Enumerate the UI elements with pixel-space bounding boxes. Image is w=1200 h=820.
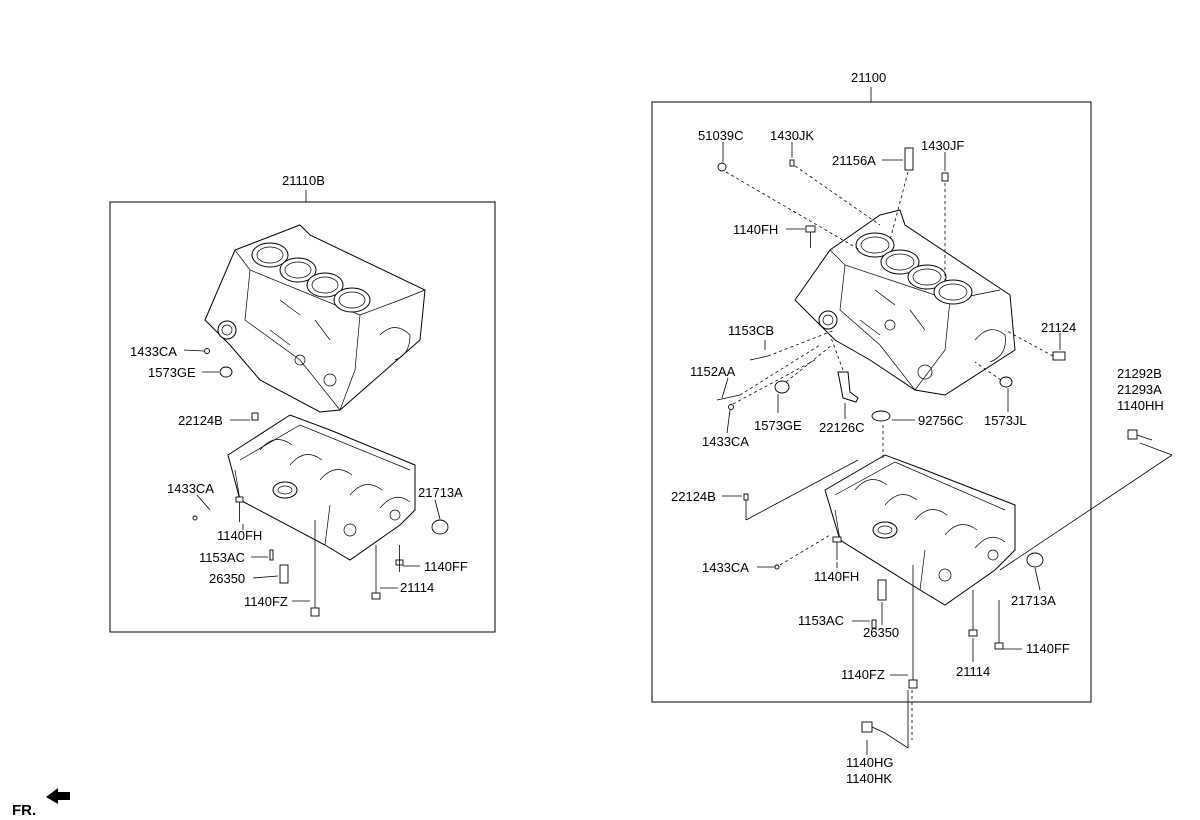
label-1140HK: 1140HK bbox=[846, 771, 892, 786]
bolt-1140FZ-left bbox=[310, 520, 320, 617]
label-1433CA-b: 1433CA bbox=[702, 560, 749, 575]
label-21156A: 21156A bbox=[832, 153, 876, 168]
label-1140HG: 1140HG bbox=[846, 755, 893, 770]
bolt-21114-right bbox=[968, 590, 978, 637]
outside-parts: 21292B 21293A 1140HH 1140HG 1140HK bbox=[846, 366, 1173, 786]
left-assembly-title: 21110B bbox=[282, 173, 325, 188]
bolt-1140FF-left bbox=[395, 545, 404, 572]
bolt-1140FH-left bbox=[235, 496, 244, 522]
label-1140FZ: 1140FZ bbox=[244, 594, 288, 609]
upper-cylinder-block-right bbox=[794, 209, 1016, 396]
right-assembly-title: 21100 bbox=[851, 70, 886, 85]
label-1573JL: 1573JL bbox=[984, 413, 1027, 428]
label-22124B: 22124B bbox=[178, 413, 223, 428]
bolt-1140HH bbox=[1127, 429, 1153, 441]
label-1573GE: 1573GE bbox=[148, 365, 196, 380]
label-1153CB: 1153CB bbox=[728, 323, 774, 338]
right-assembly-frame bbox=[651, 101, 1092, 703]
label-1430JK: 1430JK bbox=[770, 128, 814, 143]
front-arrow-icon bbox=[46, 788, 70, 804]
label-21124: 21124 bbox=[1041, 320, 1076, 335]
bolt-21114-left bbox=[371, 545, 381, 600]
label-21114-right: 21114 bbox=[956, 664, 990, 679]
left-assembly: 21110B bbox=[109, 173, 496, 633]
label-22126C: 22126C bbox=[819, 420, 865, 435]
label-92756C: 92756C bbox=[918, 413, 964, 428]
label-1433CA-lower: 1433CA bbox=[167, 481, 214, 496]
label-21713A: 21713A bbox=[418, 485, 463, 500]
label-1140FH-bottom: 1140FH bbox=[814, 569, 859, 584]
label-21293A: 21293A bbox=[1117, 382, 1162, 397]
label-26350-right: 26350 bbox=[863, 625, 899, 640]
label-1140FZ-right: 1140FZ bbox=[841, 667, 885, 682]
label-26350: 26350 bbox=[209, 571, 245, 586]
label-1433CA-a: 1433CA bbox=[702, 434, 749, 449]
label-1140FF: 1140FF bbox=[424, 559, 468, 574]
label-21713A-right: 21713A bbox=[1011, 593, 1056, 608]
label-1153AC-right: 1153AC bbox=[798, 613, 844, 628]
right-assembly: 21100 bbox=[651, 70, 1092, 740]
label-21292B: 21292B bbox=[1117, 366, 1162, 381]
bolt-1140FH-bottom bbox=[832, 536, 842, 560]
left-assembly-frame bbox=[109, 201, 496, 633]
label-21114: 21114 bbox=[400, 580, 434, 595]
label-51039C: 51039C bbox=[698, 128, 744, 143]
label-1140FH-top: 1140FH bbox=[733, 222, 778, 237]
bolt-1140FZ-right bbox=[908, 565, 918, 689]
label-1573GE-right: 1573GE bbox=[754, 418, 802, 433]
label-1140FH: 1140FH bbox=[217, 528, 262, 543]
label-1140HH: 1140HH bbox=[1117, 398, 1164, 413]
lower-crankcase bbox=[227, 414, 416, 561]
bolt-1140FH-top bbox=[805, 225, 816, 248]
label-1153AC: 1153AC bbox=[199, 550, 245, 565]
label-1152AA: 1152AA bbox=[690, 364, 736, 379]
label-1430JF: 1430JF bbox=[921, 138, 964, 153]
upper-cylinder-block bbox=[204, 224, 426, 413]
bolt-1140FF-right bbox=[994, 600, 1004, 650]
label-22124B-right: 22124B bbox=[671, 489, 716, 504]
bolt-1140HG bbox=[861, 721, 886, 734]
label-1140FF-right: 1140FF bbox=[1026, 641, 1070, 656]
label-1433CA-upper: 1433CA bbox=[130, 344, 177, 359]
lower-crankcase-right bbox=[824, 454, 1016, 606]
front-indicator: FR. bbox=[12, 788, 70, 819]
front-label: FR. bbox=[12, 802, 36, 819]
